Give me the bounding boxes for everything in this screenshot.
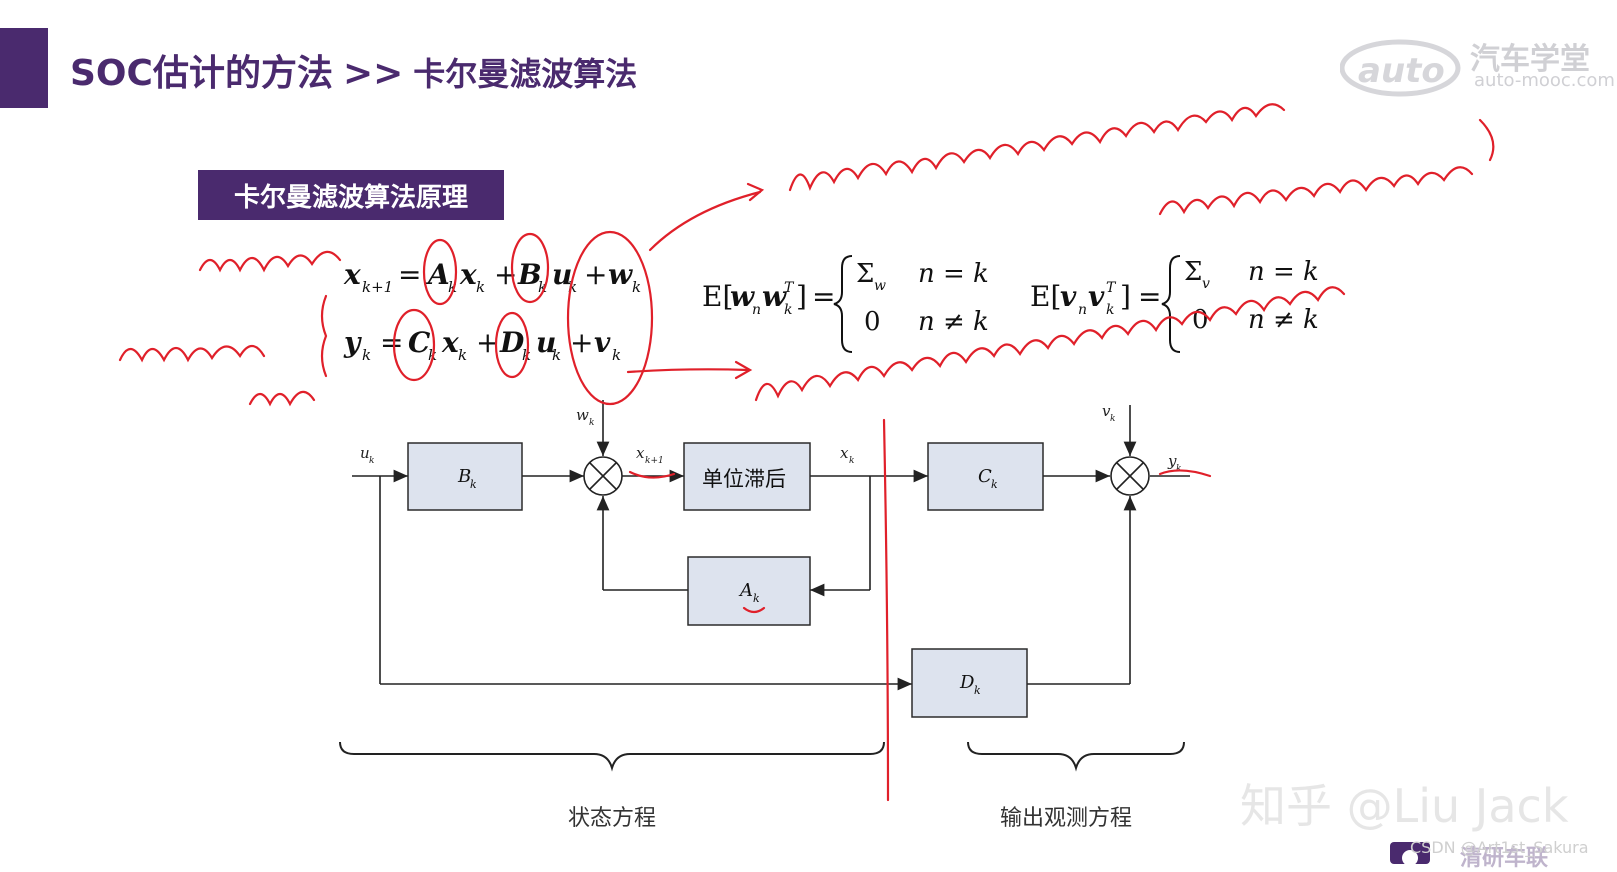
signal-v-label: v <box>1102 402 1111 420</box>
svg-text:k: k <box>1110 414 1115 424</box>
svg-text:A: A <box>738 580 753 601</box>
summing-junction-state <box>583 456 623 496</box>
svg-text:k: k <box>589 418 594 428</box>
svg-text:k+1: k+1 <box>645 456 664 466</box>
section-heading: 卡尔曼滤波算法原理 <box>198 170 504 220</box>
svg-text:auto: auto <box>1358 51 1445 91</box>
svg-text:x: x <box>441 326 459 359</box>
brand-badge-icon <box>1390 842 1430 864</box>
block-b: B k <box>407 442 523 511</box>
svg-text:k+1: k+1 <box>362 278 393 296</box>
svg-text:k: k <box>552 346 561 364</box>
state-brace <box>339 741 885 772</box>
svg-text:D: D <box>959 672 975 693</box>
block-a: A k <box>687 556 811 626</box>
svg-text:k: k <box>476 278 485 296</box>
title-main: SOC估计的方法 <box>70 53 333 94</box>
logo-name: 汽车学堂 <box>1470 42 1590 77</box>
w-case1-condition: n = k <box>918 259 989 289</box>
svg-text:k: k <box>753 592 760 605</box>
csdn-watermark: CSDN @Art1st_Sakura <box>1410 838 1589 857</box>
observation-equation-caption: 输出观测方程 <box>1000 806 1133 831</box>
unit-delay-label: 单位滞后 <box>702 467 786 491</box>
header-accent-bar <box>0 28 48 108</box>
svg-text:y: y <box>343 326 362 359</box>
block-d: D k <box>911 648 1028 718</box>
state-equation-caption: 状态方程 <box>568 806 657 831</box>
svg-text:C: C <box>978 466 992 487</box>
signal-w-label: w <box>576 406 589 424</box>
page-title: SOC估计的方法>>卡尔曼滤波算法 <box>70 44 637 96</box>
svg-text:k: k <box>974 684 981 697</box>
svg-text:k: k <box>849 456 854 466</box>
svg-text:B: B <box>457 466 471 487</box>
svg-text:x: x <box>343 258 361 291</box>
title-separator: >> <box>342 53 404 94</box>
signal-x-label: x <box>840 444 849 462</box>
svg-text:k: k <box>470 478 477 491</box>
title-sub: 卡尔曼滤波算法 <box>413 55 638 93</box>
block-c: C k <box>927 442 1044 511</box>
signal-x-next-label: x <box>636 444 645 462</box>
auto-logo-icon: auto <box>1340 39 1461 97</box>
svg-text:v: v <box>1202 276 1210 292</box>
observe-brace <box>967 741 1185 772</box>
zhihu-watermark: 知乎 @Liu Jack <box>1240 779 1569 833</box>
svg-text:w: w <box>730 280 755 313</box>
signal-y-label: y <box>1167 452 1177 470</box>
svg-text:k: k <box>369 456 374 466</box>
svg-text:+: + <box>476 326 499 359</box>
svg-text:n = k: n = k <box>1248 257 1319 287</box>
svg-text:k: k <box>1176 464 1181 474</box>
svg-text:Σ: Σ <box>1184 257 1202 287</box>
svg-text:k: k <box>362 346 371 364</box>
svg-text:=: = <box>398 258 421 291</box>
svg-text:u: u <box>536 326 556 359</box>
logo-domain: auto-mooc.com <box>1474 70 1615 91</box>
svg-text:Σ: Σ <box>856 259 874 289</box>
summing-junction-output <box>1110 456 1150 496</box>
svg-text:k: k <box>458 346 467 364</box>
block-unit-delay <box>683 442 811 511</box>
svg-text:E[: E[ <box>702 280 733 313</box>
signal-u-label: u <box>360 444 370 462</box>
svg-text:x: x <box>459 258 477 291</box>
svg-text:k: k <box>991 478 998 491</box>
